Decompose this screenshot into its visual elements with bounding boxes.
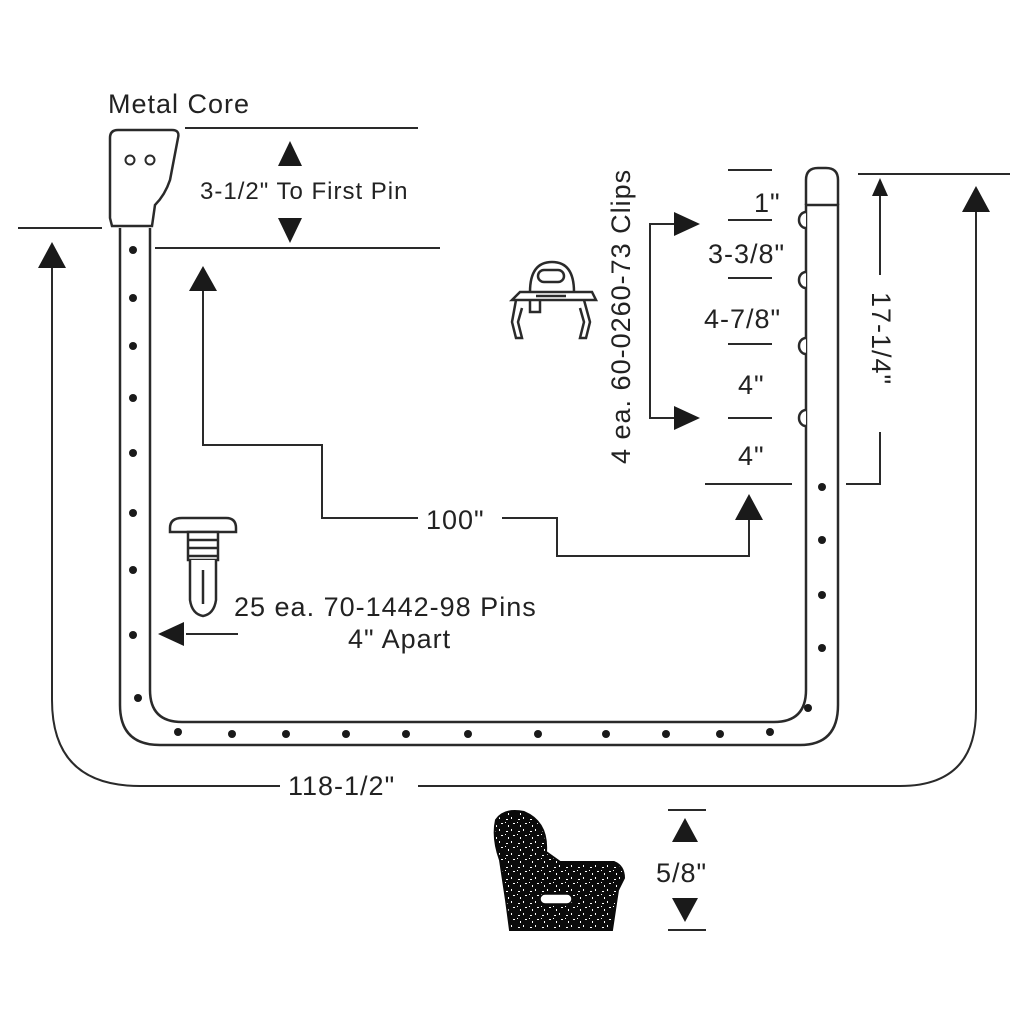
- clip-callout-label: 4 ea. 60-0260-73 Clips: [606, 168, 636, 464]
- overall-length-label: 118-1/2": [288, 771, 396, 801]
- pin-hole: [804, 704, 812, 712]
- pin-hole: [464, 730, 472, 738]
- pin-hole: [818, 591, 826, 599]
- pins-callout-line2: 4" Apart: [348, 624, 452, 654]
- arrow-up: [278, 141, 302, 166]
- pin-hole: [766, 728, 774, 736]
- metal-core-label: Metal Core: [108, 89, 251, 119]
- arrow-left: [158, 622, 184, 646]
- dimension-arrow-icon: [38, 141, 990, 922]
- pin-hole: [129, 246, 137, 254]
- pin-hole: [129, 342, 137, 350]
- pin-hole: [818, 483, 826, 491]
- pin-hole: [228, 730, 236, 738]
- clip-spacing-1: 1": [754, 188, 781, 218]
- arrow-up: [189, 266, 217, 291]
- pin-hole: [129, 566, 137, 574]
- weatherstrip-outline: [118, 166, 840, 747]
- pin-hole: [129, 631, 137, 639]
- pin-hole: [342, 730, 350, 738]
- pin-hole: [716, 730, 724, 738]
- clip-spacing-5: 4": [738, 441, 765, 471]
- height-label: 17-1/4": [866, 292, 896, 386]
- clip-bump: [797, 270, 807, 290]
- pin-hole: [818, 536, 826, 544]
- pin-hole: [134, 694, 142, 702]
- pin-hole: [282, 730, 290, 738]
- arrow-up: [962, 186, 990, 212]
- arrow-right: [674, 212, 700, 236]
- pin-hole: [129, 509, 137, 517]
- dimension-lines: [18, 127, 1010, 931]
- metal-core-icon: [108, 128, 180, 228]
- pin-hole: [129, 394, 137, 402]
- pin-hole: [602, 730, 610, 738]
- pin-hole: [402, 730, 410, 738]
- arrow-up: [38, 242, 66, 268]
- pin-hole: [534, 730, 542, 738]
- first-pin-label: 3-1/2" To First Pin: [200, 178, 409, 205]
- arrow-down: [672, 898, 698, 922]
- pin-hole: [818, 644, 826, 652]
- clip-bump: [797, 210, 807, 230]
- arrow-right: [674, 406, 700, 430]
- pin-hole: [662, 730, 670, 738]
- pin-holes: [129, 246, 826, 738]
- pin-hole: [174, 728, 182, 736]
- arrow-up: [735, 494, 763, 520]
- arrow-up: [872, 178, 888, 196]
- clip-bump: [797, 336, 807, 356]
- clip-spacing-4: 4": [738, 370, 765, 400]
- clip-bump: [797, 408, 807, 428]
- pins-callout-line1: 25 ea. 70-1442-98 Pins: [234, 592, 537, 622]
- clip-icon: [508, 260, 599, 340]
- profile-height-label: 5/8": [656, 858, 708, 888]
- clip-spacing-3: 4-7/8": [704, 304, 782, 334]
- arrow-down: [278, 218, 302, 243]
- pin-hole: [129, 294, 137, 302]
- clip-bumps: [797, 210, 807, 428]
- arrow-up: [672, 818, 698, 842]
- seal-profile-icon: [493, 810, 626, 931]
- length-100-label: 100": [426, 505, 485, 535]
- pin-hole: [129, 449, 137, 457]
- clip-spacing-2: 3-3/8": [708, 239, 786, 269]
- pin-icon: [168, 516, 238, 618]
